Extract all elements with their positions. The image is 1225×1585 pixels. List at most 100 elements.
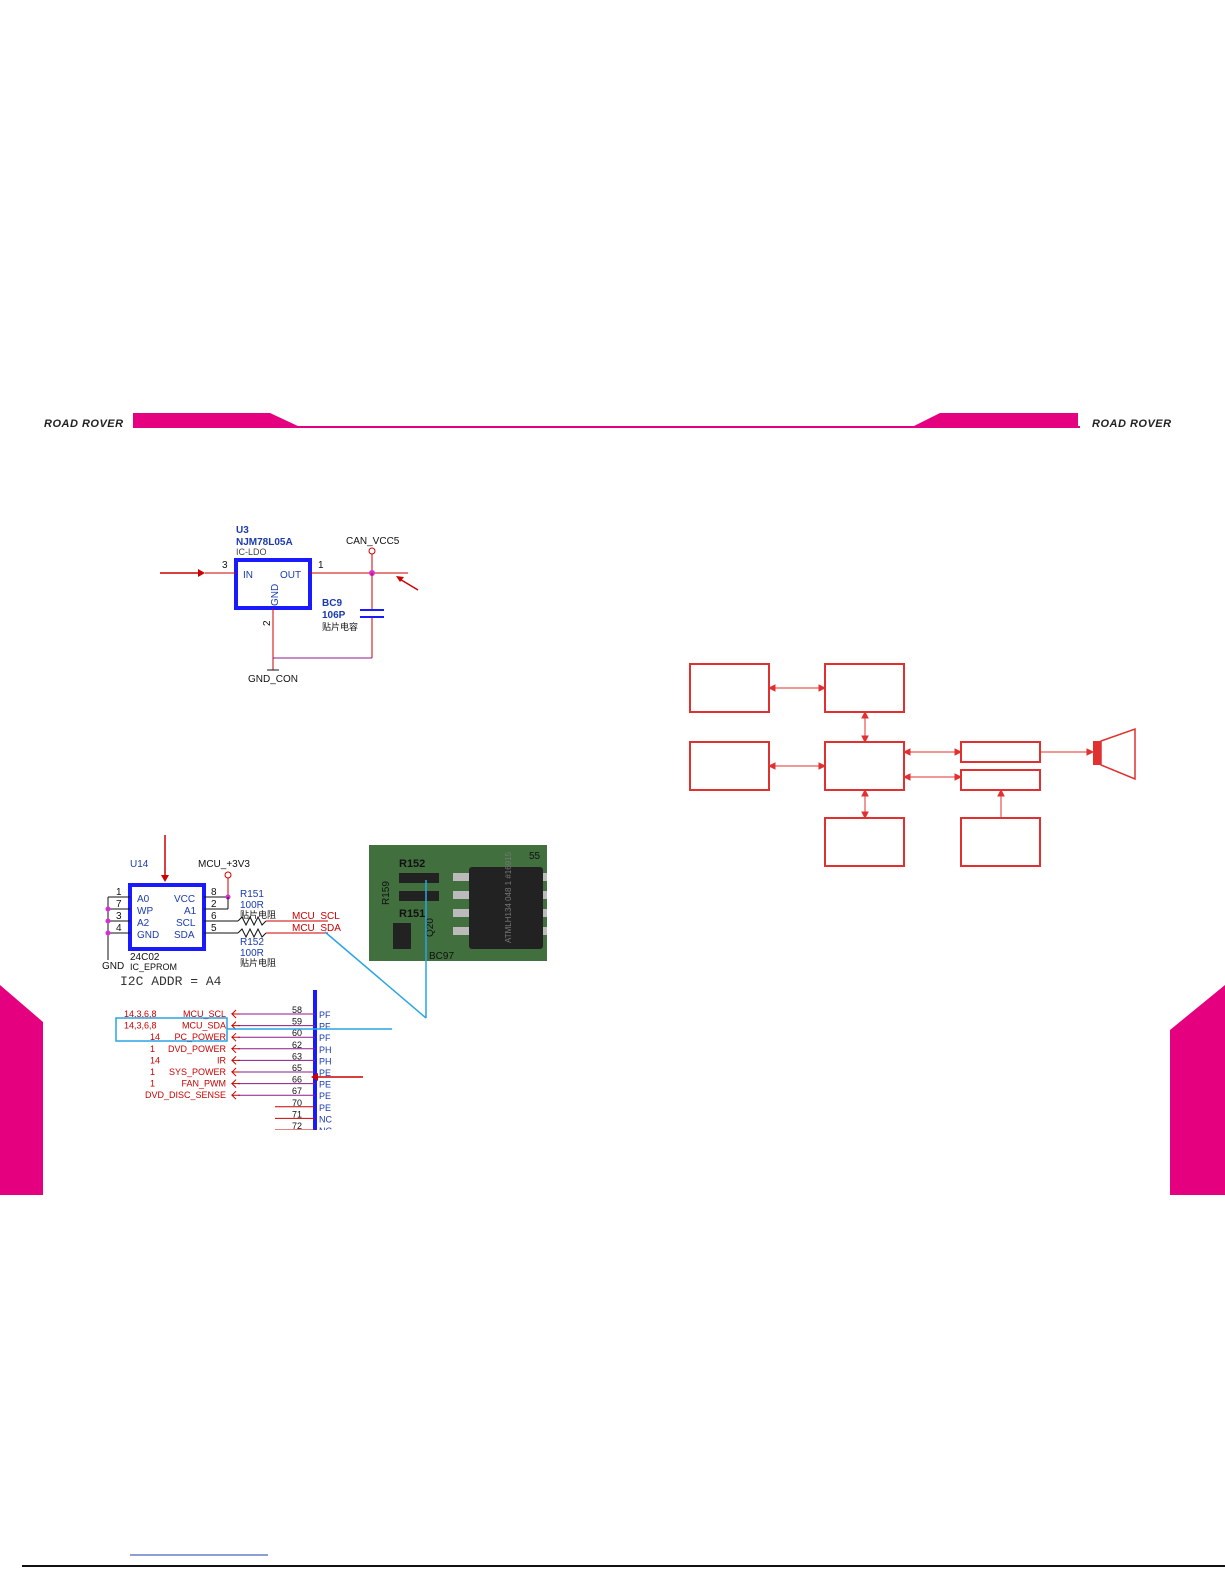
cap-note: 贴片电容 [322,621,358,632]
connector-port: PF [319,1022,331,1032]
svg-text:2: 2 [211,899,217,910]
svg-text:Q20: Q20 [425,918,436,937]
connector-net-label: PC_POWER [174,1032,226,1042]
connector-net-label: SYS_POWER [169,1067,227,1077]
svg-text:R151: R151 [399,908,425,920]
block-bottom-right [960,817,1041,867]
block-amp-bottom [960,769,1041,791]
connector-pin-number: 72 [292,1121,302,1130]
svg-text:R152: R152 [399,858,425,870]
block-top-left [689,663,770,713]
pcb-photo: R152 R159 R151 Q20 BC97 55 ATMLH134 048 … [369,845,547,961]
ldo-net-gnd: GND_CON [248,674,298,685]
ldo-part: NJM78L05A [236,537,293,548]
svg-text:GND: GND [137,930,159,941]
connector-ref-label: 14 [150,1055,160,1065]
connector-port: PE [319,1103,331,1113]
eeprom-gnd: GND [102,961,124,972]
svg-text:A0: A0 [137,894,150,905]
connector-port: PH [319,1045,332,1055]
net-sda: MCU_SDA [292,923,341,934]
connector-port: NC [319,1114,332,1124]
connector-port: PE [319,1080,331,1090]
svg-text:55: 55 [529,851,541,862]
eeprom-type: IC_EPROM [130,962,177,972]
svg-text:SCL: SCL [176,918,196,929]
svg-text:A2: A2 [137,918,150,929]
connector-pin-number: 63 [292,1051,302,1061]
connector-net-label: MCU_SCL [183,1009,226,1019]
chip-marking: ATMLH134 048 1 #16915 [504,851,513,943]
block-amp-top [960,741,1041,763]
i2c-addr: I2C ADDR = A4 [120,974,222,989]
ldo-ref: U3 [236,525,249,536]
r152-note: 贴片电阻 [240,957,276,968]
r152-val: 100R [240,948,264,959]
svg-text:A1: A1 [184,906,197,917]
svg-text:5: 5 [211,923,217,934]
connector-pin-number: 71 [292,1109,302,1119]
svg-text:4: 4 [116,923,122,934]
connector-ref-label: 14 [150,1032,160,1042]
connector-pin-number: 65 [292,1063,302,1073]
connector-net-label: MCU_SDA [182,1021,226,1031]
svg-text:1: 1 [318,560,324,571]
connector-port: PE [319,1091,331,1101]
connector-net-label: DVD_DISC_SENSE [145,1090,226,1100]
connector-row: 72NC [275,1121,332,1130]
cap-value: 106P [322,610,346,621]
connector-port: PE [319,1068,331,1078]
cap-ref: BC9 [322,598,342,609]
svg-text:VCC: VCC [174,894,195,905]
net-scl: MCU_SCL [292,911,340,922]
connector-net-label: FAN_PWM [181,1079,226,1089]
svg-text:WP: WP [137,906,153,917]
svg-text:6: 6 [211,911,217,922]
block-center [824,741,905,791]
block-mid-left [689,741,770,791]
eeprom-left-pins: A0 WP A2 GND 1 7 3 4 [116,887,159,941]
eeprom-supply: MCU_+3V3 [198,859,250,870]
svg-text:7: 7 [116,899,122,910]
connector-ref-label: 1 [150,1044,155,1054]
ldo-net-out: CAN_VCC5 [346,536,400,547]
block-diagram [689,663,1136,867]
connector-pin-number: 58 [292,1005,302,1015]
r151-note: 贴片电阻 [240,909,276,920]
svg-text:BC97: BC97 [429,951,454,961]
r151-val: 100R [240,900,264,911]
connector-ref-label: 14,3,6,8 [124,1021,157,1031]
block-bottom-center [824,817,905,867]
svg-text:SDA: SDA [174,930,195,941]
logo-left: ROAD ROVER [44,418,124,430]
connector-pin-number: 62 [292,1040,302,1050]
logo-right: ROAD ROVER [1092,418,1172,430]
r152-ref: R152 [240,937,264,948]
connector-ref-label: 1 [150,1067,155,1077]
speaker-icon [1093,741,1101,765]
eeprom-chip [128,883,206,951]
eeprom-schematic: U14 MCU_+3V3 A0 WP A2 GND 1 7 3 4 VCC A1… [102,835,341,989]
ldo-schematic: U3 NJM78L05A IC-LDO IN OUT GND 3 1 2 CAN… [160,525,419,685]
eeprom-right-pins: VCC A1 SCL SDA 8 2 6 5 [174,887,217,941]
connector-port: PF [319,1010,331,1020]
ldo-type: IC-LDO [236,547,267,557]
connector-pin-number: 67 [292,1086,302,1096]
ldo-pin-gnd: GND [270,584,281,606]
connector-net-label: IR [217,1055,227,1065]
connector-pin-number: 70 [292,1098,302,1108]
connector-ref-label: 1 [150,1079,155,1089]
eeprom-ref: U14 [130,859,149,870]
connector-net-label: DVD_POWER [168,1044,227,1054]
r151-ref: R151 [240,889,264,900]
connector-pin-number: 60 [292,1028,302,1038]
ldo-pin-in: IN [243,570,253,581]
